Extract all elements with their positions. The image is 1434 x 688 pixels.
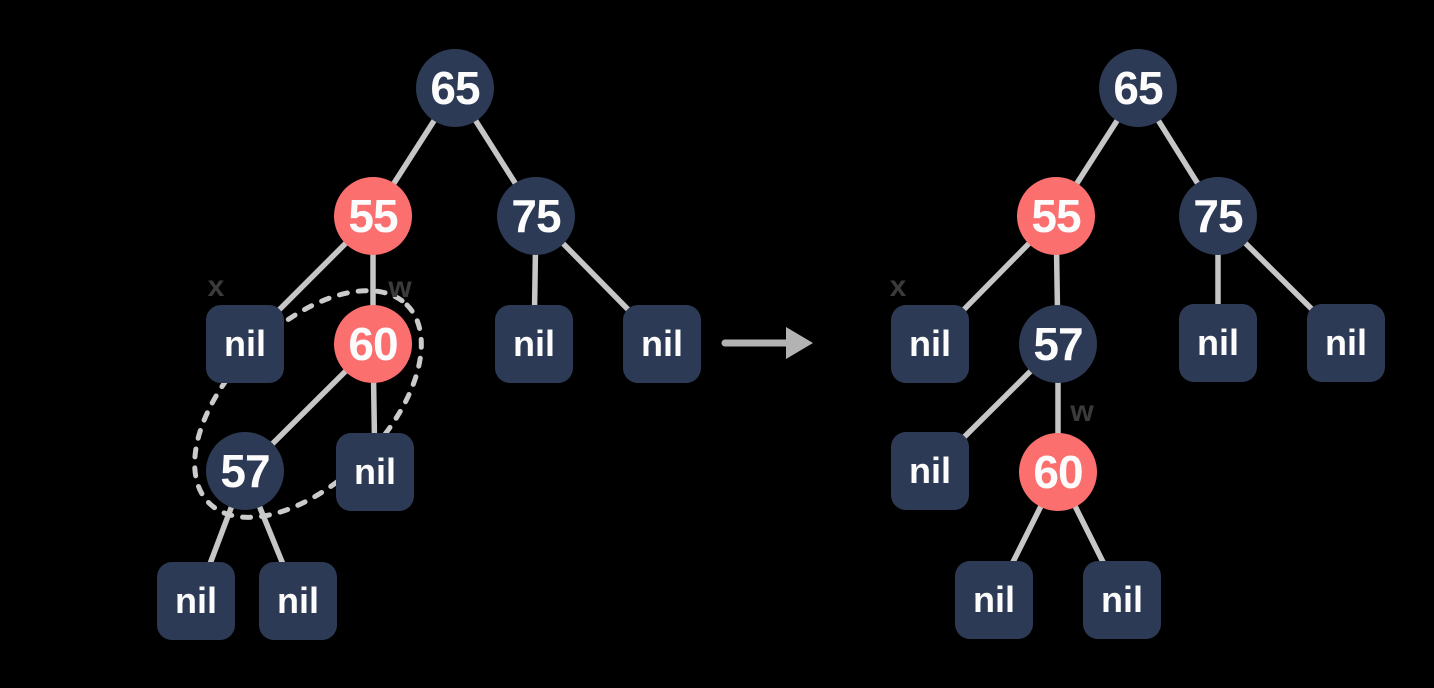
pointer-label-w-before-rotation: w (388, 271, 412, 304)
nil-leaf-after-rotation-nil-x: nil (891, 305, 969, 383)
pointer-label-w-after-rotation: w (1070, 395, 1094, 428)
pointer-label-x-before-rotation: x (207, 270, 225, 303)
nil-leaf-before-rotation-nil-57l: nil (157, 562, 235, 640)
tree-node-after-rotation-65: 65 (1099, 49, 1177, 127)
tree-node-before-rotation-65: 65 (416, 49, 494, 127)
pointer-label-x-after-rotation: x (889, 270, 907, 303)
tree-node-after-rotation-75: 75 (1179, 177, 1257, 255)
nil-leaf-after-rotation-nil-60r: nil (1083, 561, 1161, 639)
nil-leaf-after-rotation-nil-75r: nil (1307, 304, 1385, 382)
tree-node-before-rotation-60: 60 (334, 305, 412, 383)
transform-arrow-head-icon (786, 327, 813, 359)
nil-leaf-before-rotation-nil-x: nil (206, 305, 284, 383)
nil-leaf-after-rotation-nil-60l: nil (955, 561, 1033, 639)
nil-leaf-before-rotation-nil-75r: nil (623, 305, 701, 383)
nil-leaf-before-rotation-nil-75l: nil (495, 305, 573, 383)
tree-node-before-rotation-57: 57 (206, 432, 284, 510)
tree-node-after-rotation-55: 55 (1017, 177, 1095, 255)
nil-leaf-after-rotation-nil-75l: nil (1179, 304, 1257, 382)
nil-leaf-before-rotation-nil-57r: nil (259, 562, 337, 640)
tree-node-before-rotation-55: 55 (334, 177, 412, 255)
tree-node-after-rotation-57: 57 (1019, 305, 1097, 383)
nil-leaf-before-rotation-nil-60r: nil (336, 433, 414, 511)
tree-node-before-rotation-75: 75 (497, 177, 575, 255)
tree-node-after-rotation-60: 60 (1019, 433, 1097, 511)
nil-leaf-after-rotation-nil-57l: nil (891, 432, 969, 510)
